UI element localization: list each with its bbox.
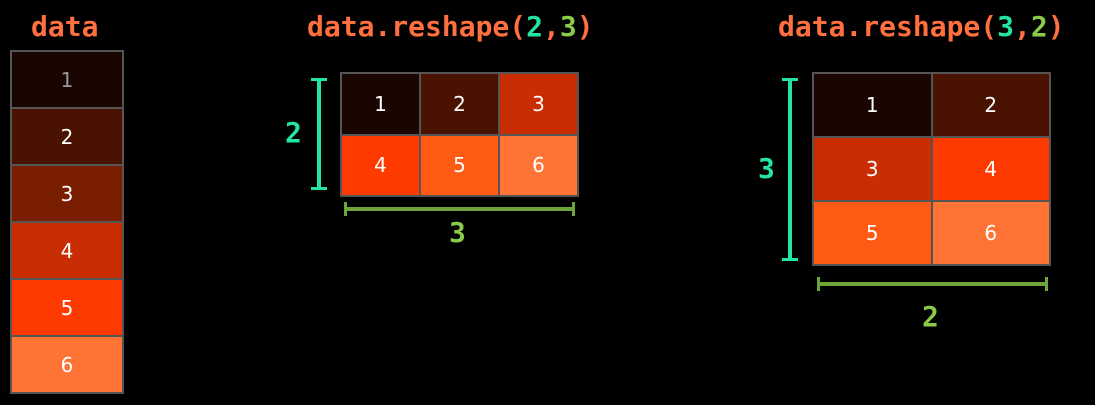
array-cell: 2 xyxy=(420,73,499,135)
array-cell: 4 xyxy=(931,137,1050,201)
reshape-title-prefix: data.reshape( xyxy=(778,10,998,43)
array-cell: 4 xyxy=(341,134,420,196)
array-cell: 5 xyxy=(11,279,123,336)
reshape-title-suffix: ) xyxy=(576,10,594,43)
col-dimension-label: 3 xyxy=(449,216,466,249)
reshape-title-suffix: ) xyxy=(1047,10,1065,43)
reshape-title-cols: 2 xyxy=(1030,10,1048,43)
array-cell: 6 xyxy=(499,134,578,196)
col-dimension-bracket xyxy=(817,277,1048,291)
array-cell: 3 xyxy=(499,73,578,135)
reshape-3x2-grid: 1 2 3 4 5 6 xyxy=(812,72,1051,266)
array-cell: 3 xyxy=(11,165,123,222)
row-dimension-bracket xyxy=(311,78,327,190)
array-cell: 5 xyxy=(813,201,932,265)
row-dimension-bracket xyxy=(782,78,798,261)
row-dimension-label: 3 xyxy=(758,152,775,185)
row-dimension-label: 2 xyxy=(285,116,302,149)
reshape-title-prefix: data.reshape( xyxy=(307,10,527,43)
reshape-title-rows: 2 xyxy=(526,10,544,43)
reshape-2x3-grid: 1 2 3 4 5 6 xyxy=(340,72,579,197)
array-cell: 1 xyxy=(11,51,123,108)
col-dimension-bracket xyxy=(344,202,575,216)
array-cell: 2 xyxy=(931,73,1050,137)
col-dimension-label: 2 xyxy=(922,300,939,333)
array-cell: 1 xyxy=(813,73,932,137)
reshape-title-comma: , xyxy=(543,10,560,43)
array-cell: 1 xyxy=(341,73,420,135)
array-cell: 6 xyxy=(11,336,123,393)
reshape-title-comma: , xyxy=(1014,10,1031,43)
array-cell: 6 xyxy=(931,201,1050,265)
reshape-3-2-title: data.reshape(3,2) xyxy=(778,10,1065,43)
data-title-text: data xyxy=(31,10,99,43)
array-cell: 5 xyxy=(420,134,499,196)
array-cell: 3 xyxy=(813,137,932,201)
reshape-title-cols: 3 xyxy=(559,10,577,43)
array-cell: 2 xyxy=(11,108,123,165)
reshape-2-3-title: data.reshape(2,3) xyxy=(307,10,594,43)
array-cell: 4 xyxy=(11,222,123,279)
reshape-title-rows: 3 xyxy=(997,10,1015,43)
data-title: data xyxy=(31,10,98,43)
data-column-array: 1 2 3 4 5 6 xyxy=(10,50,124,394)
